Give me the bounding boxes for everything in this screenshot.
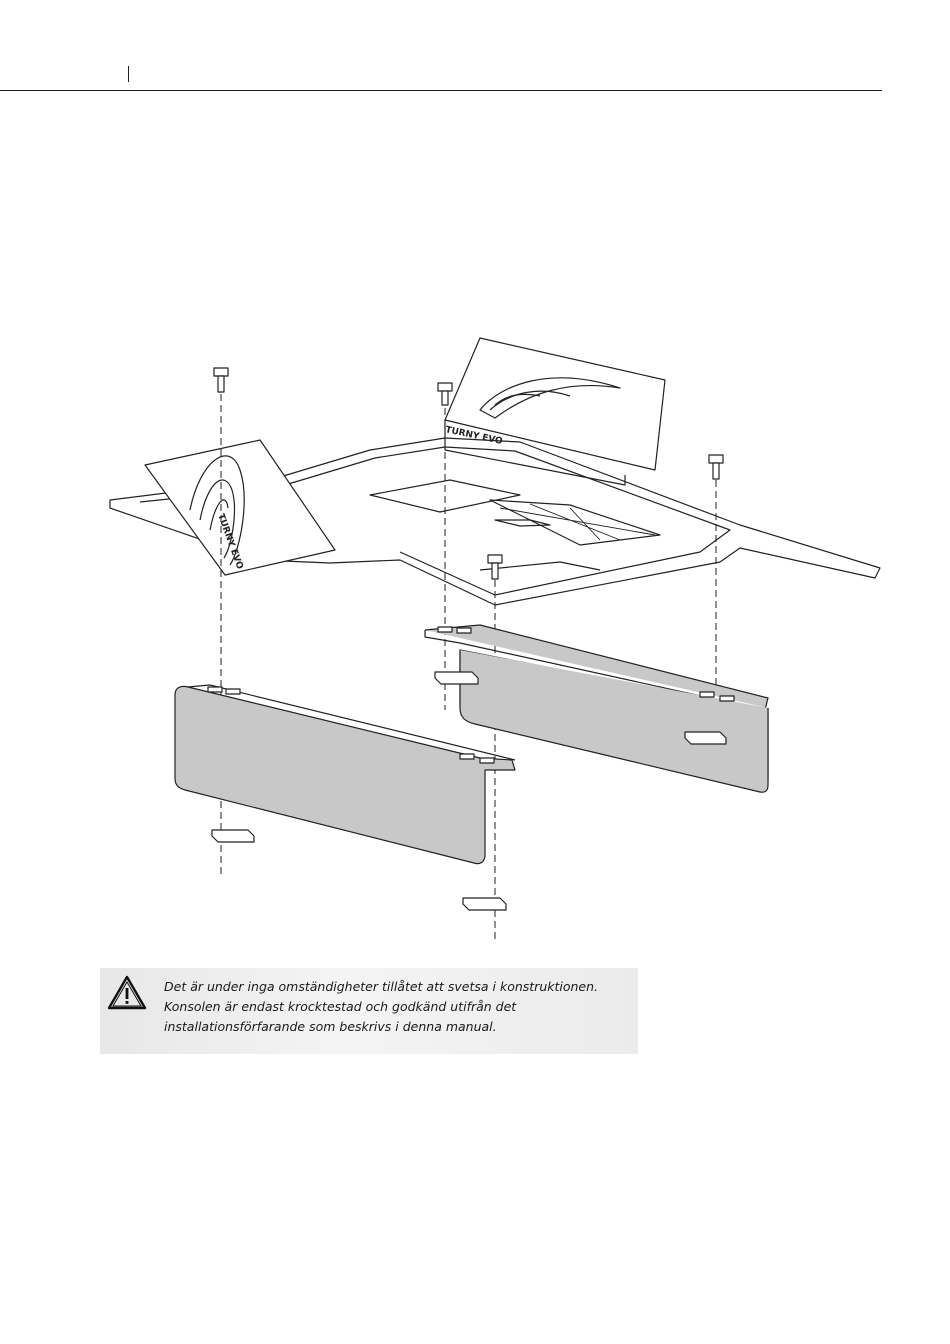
exploded-assembly-illustration: TURNY EVO TURNY EVO <box>100 330 890 950</box>
warning-triangle-icon <box>107 975 147 1011</box>
header-rule <box>0 90 882 91</box>
header-divider-tick <box>128 66 129 82</box>
warning-text: Det är under inga omständigheter tillåte… <box>164 977 630 1037</box>
bolt-2 <box>438 383 452 405</box>
warning-notice: Det är under inga omständigheter tillåte… <box>100 968 638 1054</box>
bolt-4 <box>709 455 723 479</box>
bolt-1 <box>214 368 228 392</box>
